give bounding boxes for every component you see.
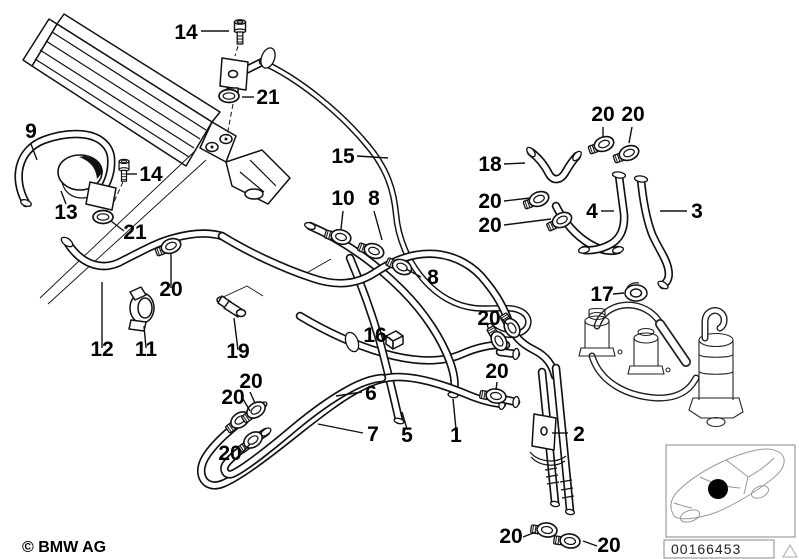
bolt-14 [118, 158, 130, 182]
image-number-box [663, 539, 775, 559]
callout-15: 15 [331, 145, 355, 168]
clip-16 [385, 330, 404, 350]
hose-2-assembly [478, 309, 582, 551]
callout-20: 20 [591, 103, 614, 126]
callout-20: 20 [621, 103, 644, 126]
callout-20: 20 [478, 190, 501, 213]
callout-3: 3 [691, 200, 703, 223]
callout-20: 20 [485, 360, 508, 383]
callout-12: 12 [90, 338, 113, 361]
grommet-17 [624, 282, 648, 302]
pipe-15-assembly [218, 19, 528, 335]
callout-11: 11 [135, 338, 158, 361]
callout-20: 20 [239, 370, 262, 393]
leader-lines [30, 30, 687, 547]
callout-14: 14 [139, 163, 163, 186]
valve-11 [128, 286, 155, 332]
o-ring-21 [92, 209, 114, 225]
bleeder-screw-19 [216, 295, 247, 318]
callout-10: 10 [331, 187, 354, 210]
callout-1: 1 [450, 424, 462, 447]
callout-9: 9 [25, 120, 37, 143]
callout-20: 20 [221, 386, 244, 409]
callout-4: 4 [586, 200, 598, 223]
worm-clamp-20 [610, 142, 642, 166]
callout-7: 7 [367, 423, 379, 446]
callout-8: 8 [368, 187, 380, 210]
callout-16: 16 [363, 324, 386, 347]
callout-17: 17 [590, 283, 613, 306]
hose-9-and-valve-13 [19, 134, 130, 225]
part-callouts: 14 21 9 14 13 21 15 10 8 18 20 20 20 20 … [25, 21, 703, 557]
car-location-inset: 00166453 [663, 444, 798, 559]
image-number: 00166453 [671, 541, 741, 557]
callout-13: 13 [54, 201, 77, 224]
callout-6: 6 [365, 382, 377, 405]
callout-20: 20 [499, 525, 522, 548]
pointer-lines [39, 45, 332, 305]
worm-clamp-20 [520, 188, 552, 212]
worm-clamp-20 [585, 133, 617, 157]
callout-20: 20 [159, 278, 182, 301]
bolt-14 [233, 19, 247, 45]
callout-20: 20 [597, 534, 620, 557]
o-ring-21 [218, 88, 240, 104]
callout-5: 5 [401, 424, 413, 447]
aux-water-valve-pump-assembly [578, 305, 744, 428]
callout-14: 14 [174, 21, 198, 44]
worm-clamp-20 [529, 520, 559, 540]
callout-20: 20 [478, 214, 501, 237]
callout-8: 8 [427, 266, 439, 289]
callout-19: 19 [226, 340, 249, 363]
triangle-icon [782, 544, 798, 558]
callout-21: 21 [256, 86, 280, 109]
inset-frame [665, 444, 796, 538]
callout-18: 18 [478, 153, 502, 176]
location-dot [708, 479, 728, 499]
worm-clamp-20 [552, 531, 582, 551]
callout-2: 2 [573, 423, 585, 446]
callout-20: 20 [477, 307, 500, 330]
callout-21: 21 [123, 221, 147, 244]
heater-core-unit [22, 13, 291, 205]
worm-clamp-10 [322, 225, 354, 248]
callout-20: 20 [218, 442, 241, 465]
hose-18-3-4-group [520, 133, 670, 302]
copyright-text: © BMW AG [22, 539, 106, 556]
